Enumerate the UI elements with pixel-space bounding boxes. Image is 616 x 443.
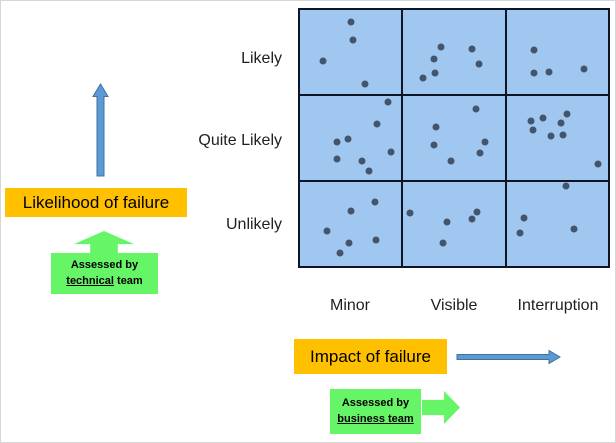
col-label-visible: Visible [430, 297, 478, 314]
cell-likely-minor [300, 10, 402, 94]
cell-likely-interruption [506, 10, 608, 94]
risk-matrix-grid [298, 8, 610, 268]
row-label-quite-likely: Quite Likely [198, 132, 282, 149]
assessed-by-technical-box: Assessed by technical team [51, 253, 158, 294]
assessed-by-business-right-arrow [422, 391, 460, 424]
impact-of-failure-label-box: Impact of failure [294, 339, 447, 374]
cell-quite-likely-interruption [506, 96, 608, 180]
col-label-minor: Minor [329, 297, 370, 314]
cell-likely-visible [403, 10, 505, 94]
row-label-unlikely: Unlikely [225, 216, 282, 233]
cell-unlikely-minor [300, 182, 402, 266]
assessed-by-technical-line2: technical team [66, 274, 143, 287]
likelihood-axis-up-arrow [92, 83, 109, 177]
assessed-by-technical-up-arrow [74, 231, 134, 254]
cell-quite-likely-minor [300, 96, 402, 180]
col-label-interruption: Interruption [517, 297, 599, 314]
assessed-by-business-box: Assessed by business team [330, 389, 421, 434]
assessed-by-technical-line1: Assessed by [70, 258, 139, 271]
row-label-likely: Likely [241, 50, 282, 67]
assessed-by-business-line1: Assessed by [341, 396, 410, 409]
impact-axis-right-arrow [456, 349, 561, 365]
likelihood-of-failure-label-box: Likelihood of failure [5, 188, 187, 217]
cell-unlikely-interruption [506, 182, 608, 266]
assessed-by-business-line2: business team [337, 412, 414, 425]
cell-quite-likely-visible [403, 96, 505, 180]
cell-unlikely-visible [403, 182, 505, 266]
